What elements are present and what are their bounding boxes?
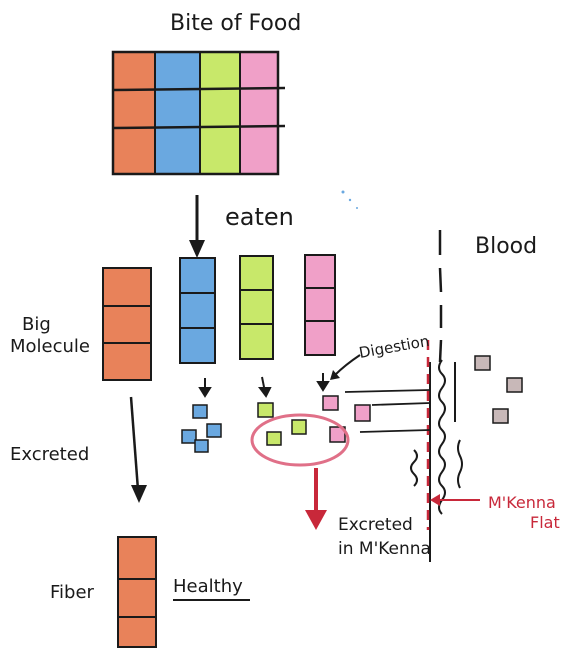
- eaten-label: eaten: [225, 203, 294, 231]
- big-molecule-label-2: Molecule: [10, 336, 90, 357]
- digestion-arrows: [198, 373, 330, 398]
- paper-specks: [341, 190, 358, 209]
- eaten-arrow: [189, 195, 205, 258]
- grid-column-orange: [113, 52, 155, 174]
- intestinal-villi: [410, 359, 463, 562]
- blood-label: Blood: [475, 234, 537, 259]
- digestion-pointer-arrow: [330, 354, 361, 380]
- digestion-label: Digestion: [358, 332, 431, 362]
- bite-of-food-grid: [111, 50, 286, 176]
- molecule-bar-blue: [179, 257, 216, 364]
- fiber-label: Fiber: [50, 582, 95, 603]
- excreted-fragments-circle: [250, 413, 350, 467]
- excreted-arrow: [129, 396, 147, 503]
- blue-fragments: [181, 404, 222, 453]
- molecule-bar-green: [239, 255, 274, 360]
- big-molecule-label-1: Big: [22, 314, 51, 335]
- absorption-channel: [344, 389, 431, 433]
- fiber-bar: [117, 536, 157, 648]
- excreted-in-mkenna-arrow: [305, 468, 327, 530]
- mkenna-flat-label-2: Flat: [530, 513, 560, 532]
- mkenna-flat-arrow: [430, 494, 480, 506]
- grid-column-pink: [240, 52, 278, 174]
- blood-vessel-wall: [438, 230, 443, 363]
- grid-column-green: [200, 52, 240, 174]
- excreted-in-label-1: Excreted: [338, 515, 413, 535]
- green-fragments: [257, 402, 307, 446]
- grid-column-blue: [155, 52, 200, 174]
- title-label: Bite of Food: [170, 11, 301, 36]
- pink-fragments: [322, 395, 371, 443]
- healthy-label: Healthy: [173, 576, 243, 597]
- mkenna-flat-label-1: M'Kenna: [488, 493, 556, 512]
- blood-fragments: [474, 355, 523, 424]
- excreted-label: Excreted: [10, 444, 89, 465]
- excreted-in-label-2: in M'Kenna: [338, 539, 431, 559]
- molecule-bar-orange: [102, 267, 152, 381]
- molecule-bar-pink: [304, 254, 336, 356]
